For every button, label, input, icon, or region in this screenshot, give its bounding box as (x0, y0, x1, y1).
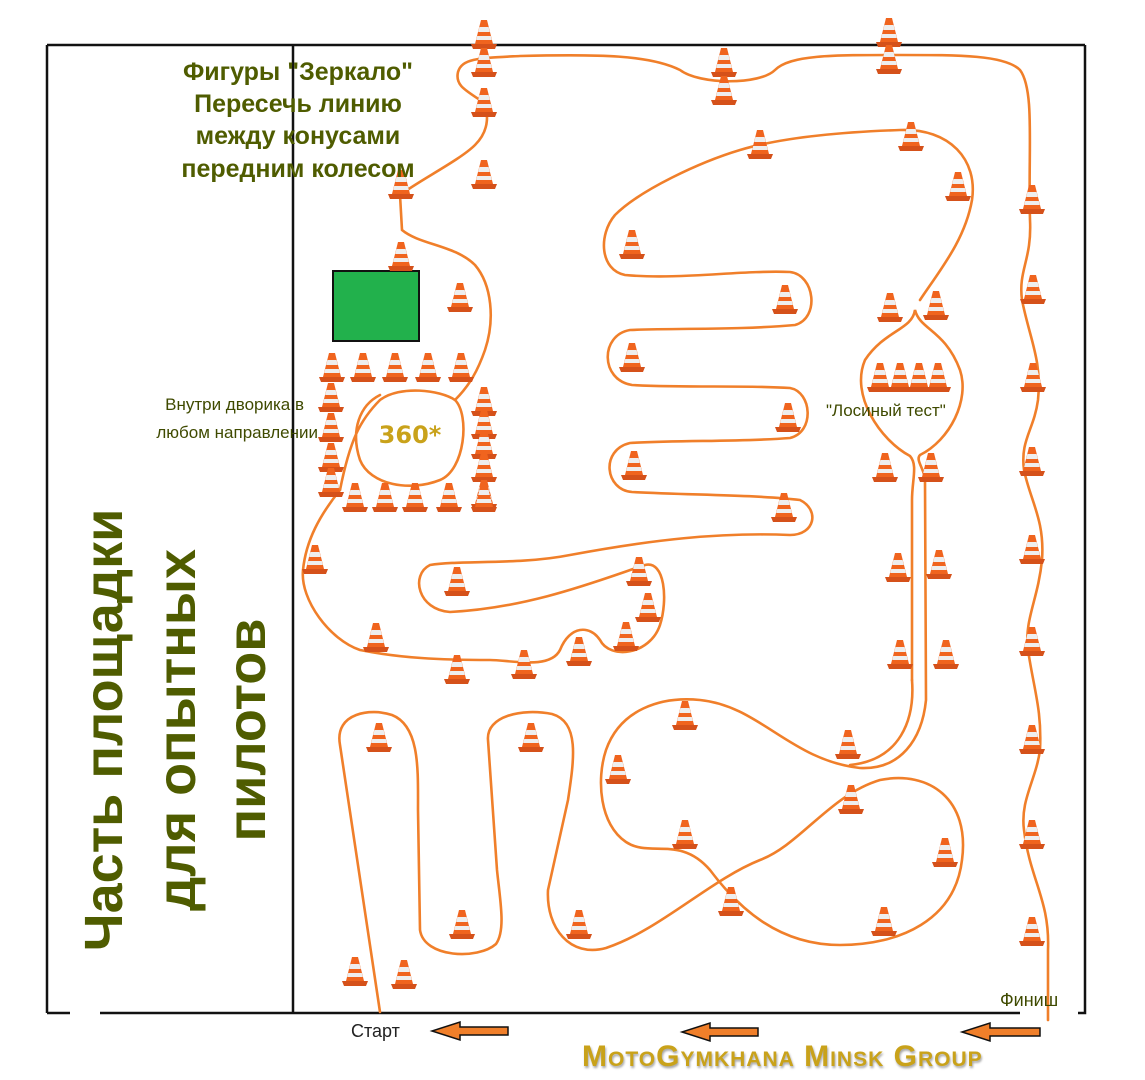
traffic-cone-icon (471, 88, 497, 117)
side-line: для опытных (147, 549, 207, 911)
traffic-cone-icon (402, 483, 428, 512)
traffic-cone-icon (923, 291, 949, 320)
label-360: 360* (379, 421, 442, 449)
traffic-cone-icon (342, 957, 368, 986)
traffic-cone-icon (382, 353, 408, 382)
traffic-cone-icon (871, 907, 897, 936)
traffic-cone-icon (1020, 275, 1046, 304)
traffic-cone-icon (318, 383, 344, 412)
green-pad (332, 270, 420, 342)
traffic-cone-icon (566, 637, 592, 666)
traffic-cone-icon (449, 910, 475, 939)
traffic-cone-icon (372, 483, 398, 512)
traffic-cone-icon (885, 553, 911, 582)
area-borders (45, 43, 1087, 1015)
traffic-cone-icon (1019, 627, 1045, 656)
traffic-cone-icon (436, 483, 462, 512)
traffic-cone-icon (350, 353, 376, 382)
moose-test-label: "Лосиный тест" (826, 401, 946, 420)
arrow-left-icon (959, 1021, 1041, 1043)
traffic-cone-icon (876, 18, 902, 47)
traffic-cone-icon (835, 730, 861, 759)
route-start-section (338, 309, 965, 1014)
traffic-cone-icon (342, 483, 368, 512)
caption-line: Фигуры "Зеркало" (183, 58, 413, 86)
traffic-cone-icon (318, 468, 344, 497)
traffic-cone-icon (511, 650, 537, 679)
traffic-cone-icon (391, 960, 417, 989)
traffic-cone-icon (945, 172, 971, 201)
routes (301, 53, 1050, 1022)
traffic-cone-icon (366, 723, 392, 752)
traffic-cone-icon (319, 353, 345, 382)
traffic-cone-icon (1019, 185, 1045, 214)
courtyard-note: любом направлении (156, 423, 318, 442)
traffic-cone-icon (711, 48, 737, 77)
traffic-cone-icon (619, 343, 645, 372)
traffic-cone-icon (619, 230, 645, 259)
traffic-cone-icon (672, 820, 698, 849)
traffic-cone-icon (932, 838, 958, 867)
side-line: Часть площадки (74, 509, 134, 952)
traffic-cone-icon (621, 451, 647, 480)
traffic-cone-icon (471, 160, 497, 189)
traffic-cone-icon (566, 910, 592, 939)
caption-line: между конусами (196, 122, 401, 150)
traffic-cone-icon (318, 413, 344, 442)
logo-text: MotoGymkhana Minsk Group (582, 1040, 983, 1073)
traffic-cone-icon (447, 283, 473, 312)
traffic-cone-icon (872, 453, 898, 482)
traffic-cone-icon (876, 45, 902, 74)
experienced-area-label: Часть площадки для опытных пилотов (74, 509, 277, 952)
traffic-cone-icon (318, 443, 344, 472)
traffic-cone-icon (605, 755, 631, 784)
traffic-cone-icon (672, 701, 698, 730)
traffic-cone-icon (635, 593, 661, 622)
traffic-cone-icon (471, 48, 497, 77)
traffic-cone-icon (877, 293, 903, 322)
traffic-cone-icon (415, 353, 441, 382)
arrow-left-icon (679, 1021, 759, 1043)
traffic-cone-icon (772, 285, 798, 314)
side-line: пилотов (217, 619, 277, 842)
traffic-cone-icon (471, 483, 497, 512)
traffic-cone-icon (448, 353, 474, 382)
arrow-left-icon (429, 1020, 509, 1042)
traffic-cone-icon (363, 623, 389, 652)
traffic-cone-icon (925, 363, 951, 392)
direction-arrows (429, 1020, 1041, 1043)
traffic-cone-icon (613, 622, 639, 651)
mirror-figures-caption: Фигуры "Зеркало" Пересечь линию между ко… (181, 58, 414, 183)
traffic-cone-icon (926, 550, 952, 579)
traffic-cone-icon (1019, 917, 1045, 946)
traffic-cone-icon (747, 130, 773, 159)
traffic-cone-icon (1020, 363, 1046, 392)
traffic-cone-icon (388, 242, 414, 271)
caption-line: Пересечь линию (194, 90, 402, 118)
traffic-cone-icon (887, 640, 913, 669)
traffic-cone-icon (518, 723, 544, 752)
traffic-cone-icon (471, 20, 497, 49)
start-label: Старт (351, 1021, 400, 1041)
courtyard-note: Внутри дворика в (165, 395, 304, 414)
traffic-cone-icon (718, 887, 744, 916)
traffic-cone-icon (933, 640, 959, 669)
traffic-cone-icon (775, 403, 801, 432)
traffic-cone-icon (444, 567, 470, 596)
route-serpentine (301, 128, 975, 767)
caption-line: передним колесом (181, 155, 414, 183)
finish-label: Финиш (1000, 990, 1058, 1010)
traffic-cone-icon (898, 122, 924, 151)
